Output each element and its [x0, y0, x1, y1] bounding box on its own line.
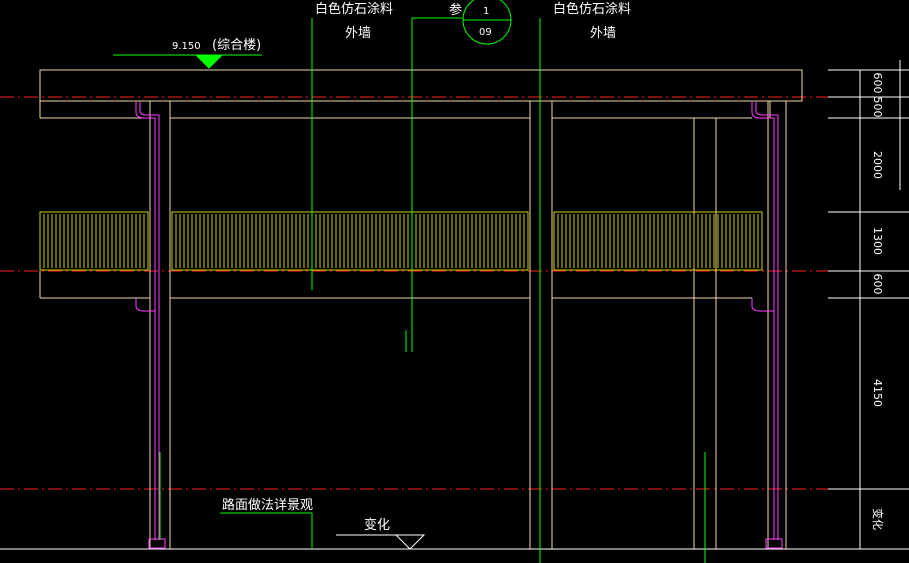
change-marker-icon: [336, 534, 426, 550]
level-marker-icon: [194, 54, 224, 69]
level-note: (综合楼): [212, 38, 261, 53]
dimension-4150: 4150: [871, 379, 884, 407]
building-outline: [39, 69, 803, 549]
material-right-line2: 外墙: [590, 26, 616, 41]
dimension-500: 500: [871, 97, 884, 118]
detail-sheet: 09: [479, 27, 492, 38]
dimension-chain: [828, 60, 909, 550]
dimension-2000: 2000: [871, 151, 884, 179]
dimension-600-top: 600: [871, 73, 884, 94]
dimension-1300: 1300: [871, 227, 884, 255]
detail-number: 1: [483, 6, 489, 17]
detail-callout-icon: [462, 0, 512, 45]
material-left-line1: 白色仿石涂料: [315, 1, 393, 17]
material-right-line1: 白色仿石涂料: [553, 1, 631, 17]
leader-lines: [113, 17, 706, 563]
road-note: 路面做法详景观: [222, 497, 313, 513]
dimension-600-mid: 600: [871, 274, 884, 295]
change-note: 变化: [364, 517, 390, 533]
level-axis-lines: [0, 96, 909, 490]
reference-label: 参: [449, 2, 462, 18]
drain-pipes: [135, 102, 783, 549]
dimension-variable: 变化: [871, 508, 885, 530]
material-left-line2: 外墙: [345, 26, 371, 41]
railing: [39, 211, 763, 271]
level-value: 9.150: [172, 41, 201, 52]
